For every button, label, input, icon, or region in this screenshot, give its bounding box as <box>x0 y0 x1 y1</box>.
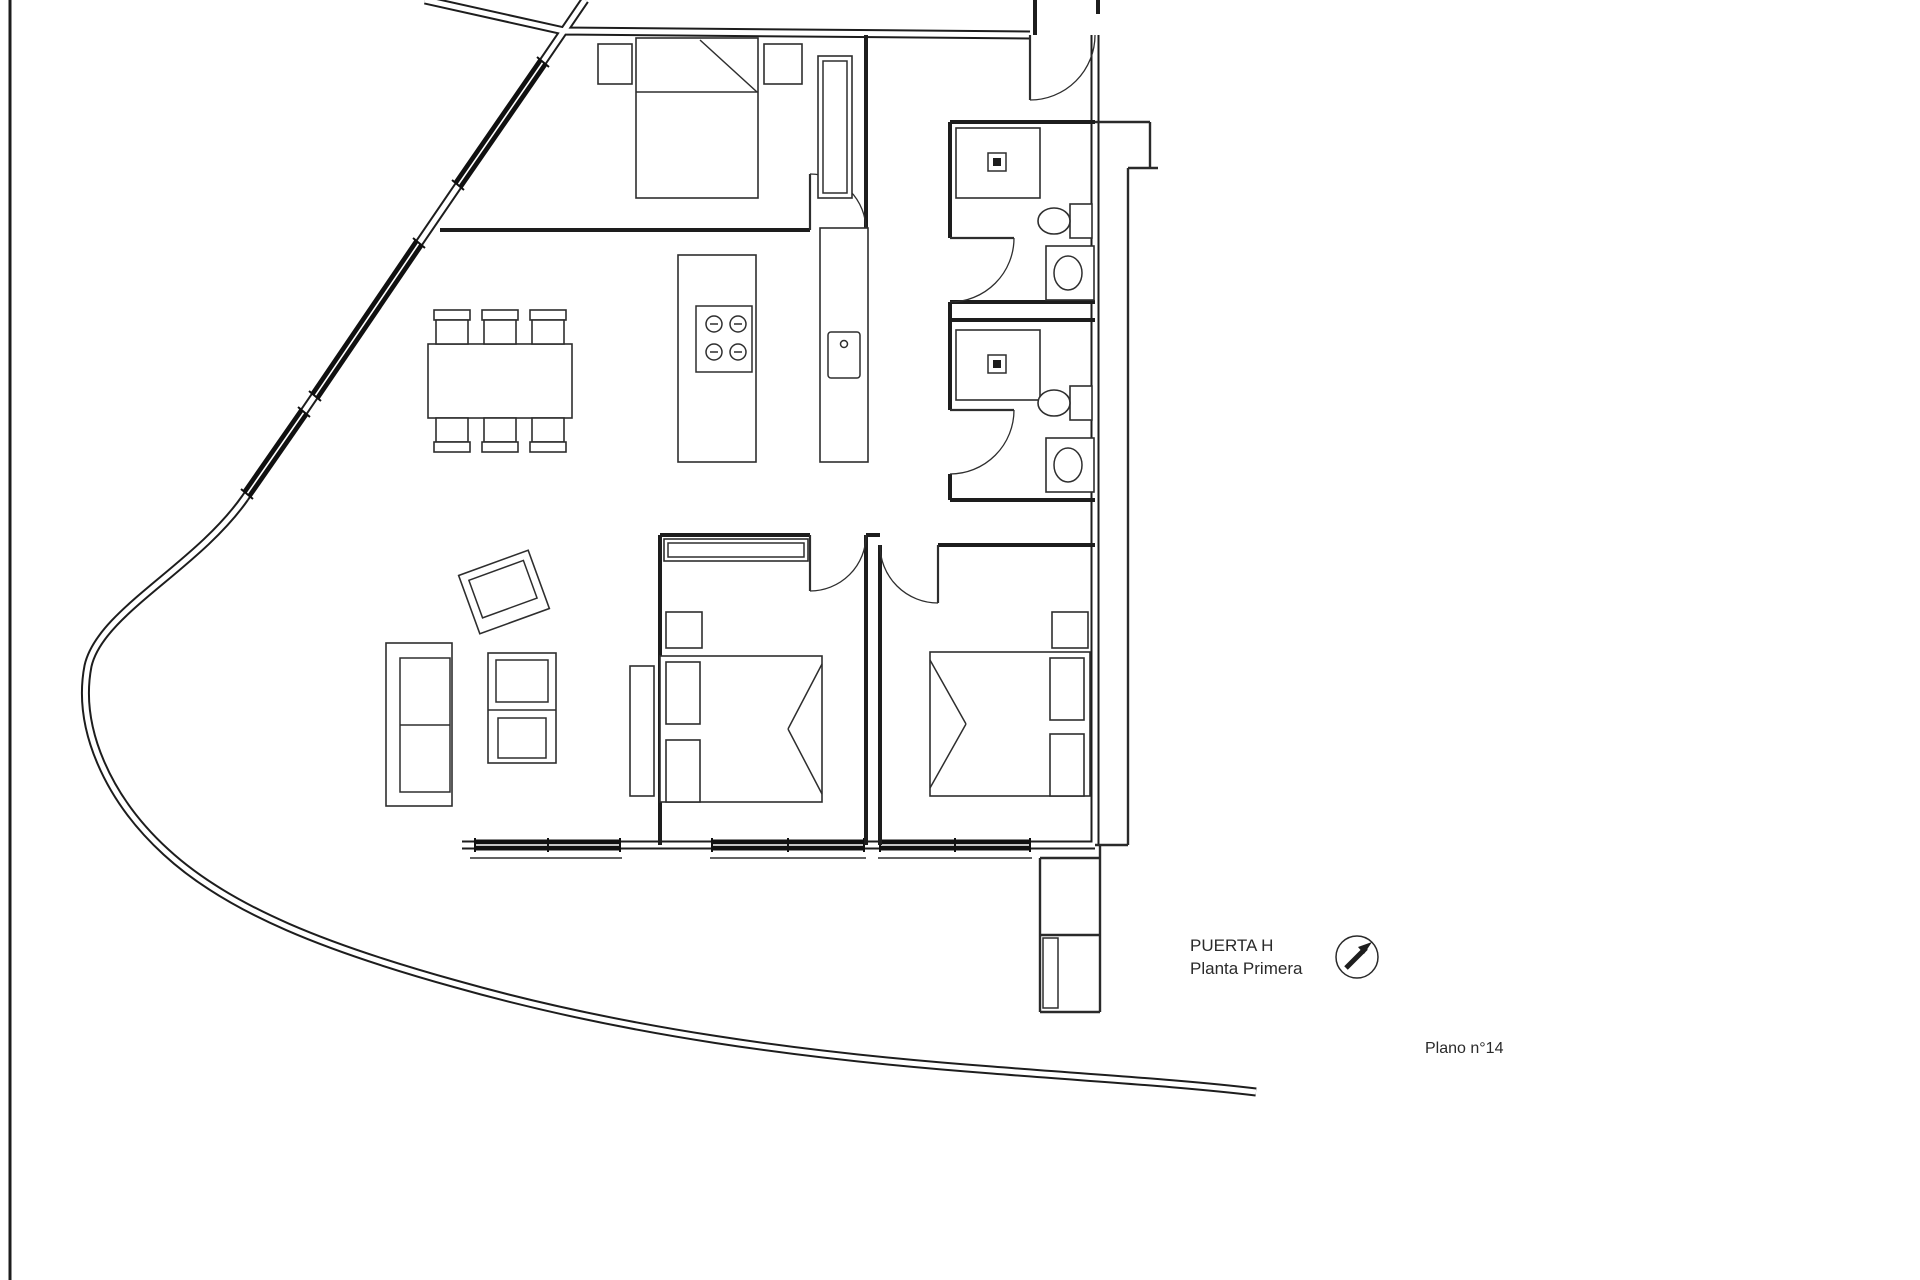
chair <box>433 441 471 453</box>
chair <box>531 319 565 345</box>
nightstand <box>665 611 703 649</box>
bed-top <box>635 37 759 199</box>
pillow <box>665 739 701 803</box>
door-bath-2 <box>949 409 1015 475</box>
bathroom-1 <box>955 127 1095 301</box>
shaft <box>1042 937 1059 1009</box>
chair <box>529 309 567 321</box>
sheet-label: Plano n°14 <box>1425 1040 1504 1057</box>
floor-label: Planta Primera <box>1190 959 1303 978</box>
facade-windows <box>240 56 550 500</box>
kitchen <box>677 227 869 463</box>
kitchen-counter <box>819 227 869 463</box>
bedroom-right-furniture <box>929 611 1091 797</box>
dining-set <box>427 309 573 453</box>
pillow <box>1049 733 1085 797</box>
cooktop <box>695 305 753 373</box>
chair <box>435 319 469 345</box>
door-bath-1 <box>949 237 1015 303</box>
washbasin <box>1045 437 1095 493</box>
nightstand <box>597 43 633 85</box>
kitchen-island <box>677 254 757 463</box>
dining-table <box>427 343 573 419</box>
bedroom-center-furniture <box>629 538 823 803</box>
toilet-icon <box>1069 385 1093 421</box>
bathroom-2 <box>955 329 1095 493</box>
door-bedroom-right <box>879 544 939 604</box>
entry-jamb-walls <box>1033 0 1100 35</box>
toilet-icon <box>1069 203 1093 239</box>
coffee-table <box>487 652 557 764</box>
wardrobe <box>663 538 809 562</box>
door-label: PUERTA H <box>1190 936 1273 955</box>
nightstand <box>1051 611 1089 649</box>
washbasin <box>1045 245 1095 301</box>
bench <box>629 665 655 797</box>
pillow <box>665 661 701 725</box>
living-room-furniture <box>385 549 557 807</box>
door-bedroom-center <box>809 534 867 592</box>
south-windows <box>470 838 1032 859</box>
kitchen-sink <box>827 331 861 379</box>
chair <box>481 441 519 453</box>
building-core <box>1038 120 1158 1014</box>
pillow <box>1049 657 1085 721</box>
bedroom-top-furniture <box>597 37 853 199</box>
chair <box>531 417 565 443</box>
compass-needle-icon <box>1335 935 1379 979</box>
chair <box>483 417 517 443</box>
chair <box>435 417 469 443</box>
chair <box>481 309 519 321</box>
nightstand <box>763 43 803 85</box>
door-entry <box>1029 34 1096 101</box>
chair <box>483 319 517 345</box>
chair <box>529 441 567 453</box>
armchair <box>457 549 551 635</box>
drain-icon <box>993 158 1001 166</box>
chair <box>433 309 471 321</box>
drain-icon <box>993 360 1001 368</box>
